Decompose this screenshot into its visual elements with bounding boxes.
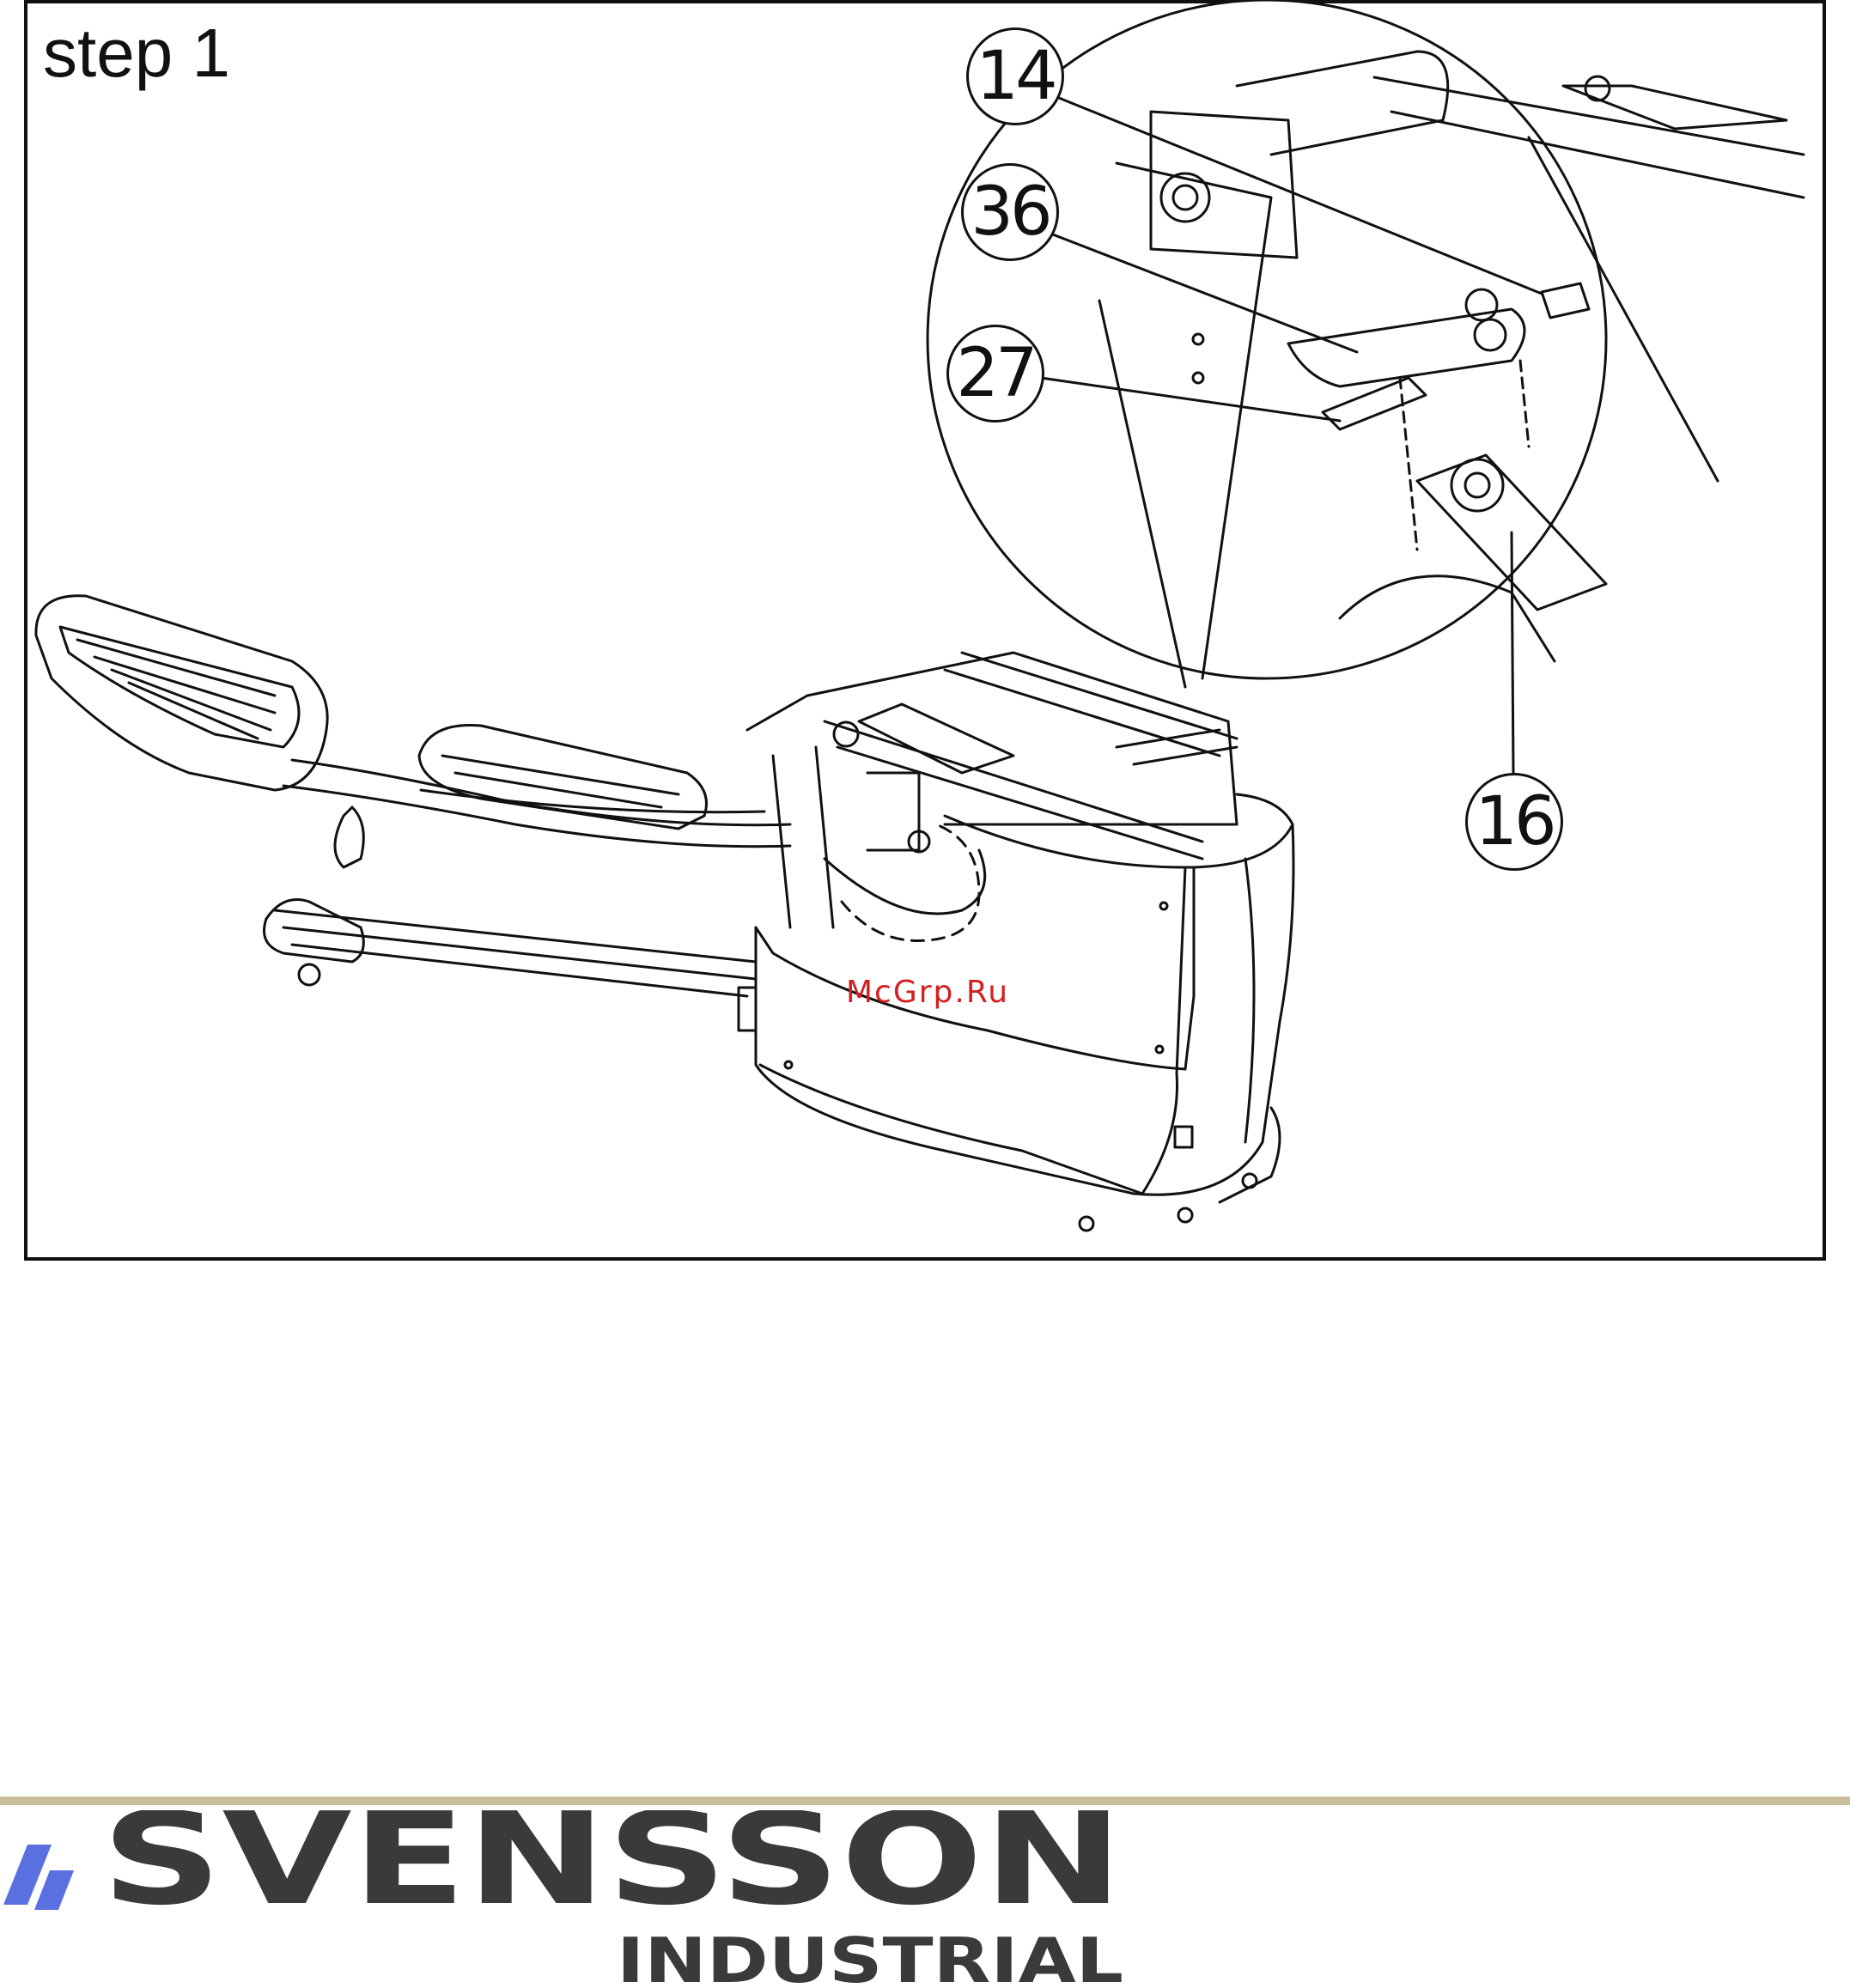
pedal-arms [265,760,791,996]
callout-27: 27 [946,325,1044,423]
detail-view [928,0,1804,687]
watermark: McGrp.Ru [846,975,1009,1010]
callout-36: 36 [961,163,1059,261]
step-title: step 1 [43,19,230,88]
main-housing [739,794,1293,1231]
upper-frame [747,653,1237,927]
callout-14: 14 [966,27,1064,125]
brand-logo: SVENSSON INDUSTRIAL [0,1810,1134,1988]
footer-rule [0,1796,1850,1805]
brand-slash-icon [3,1845,74,1910]
callout-16: 16 [1465,773,1563,871]
brand-tagline: INDUSTRIAL [617,1924,1123,1988]
detail-marker [842,824,979,940]
left-pedal [36,596,327,790]
assembly-diagram [0,0,1850,1271]
brand-name: SVENSSON [101,1810,1123,1933]
